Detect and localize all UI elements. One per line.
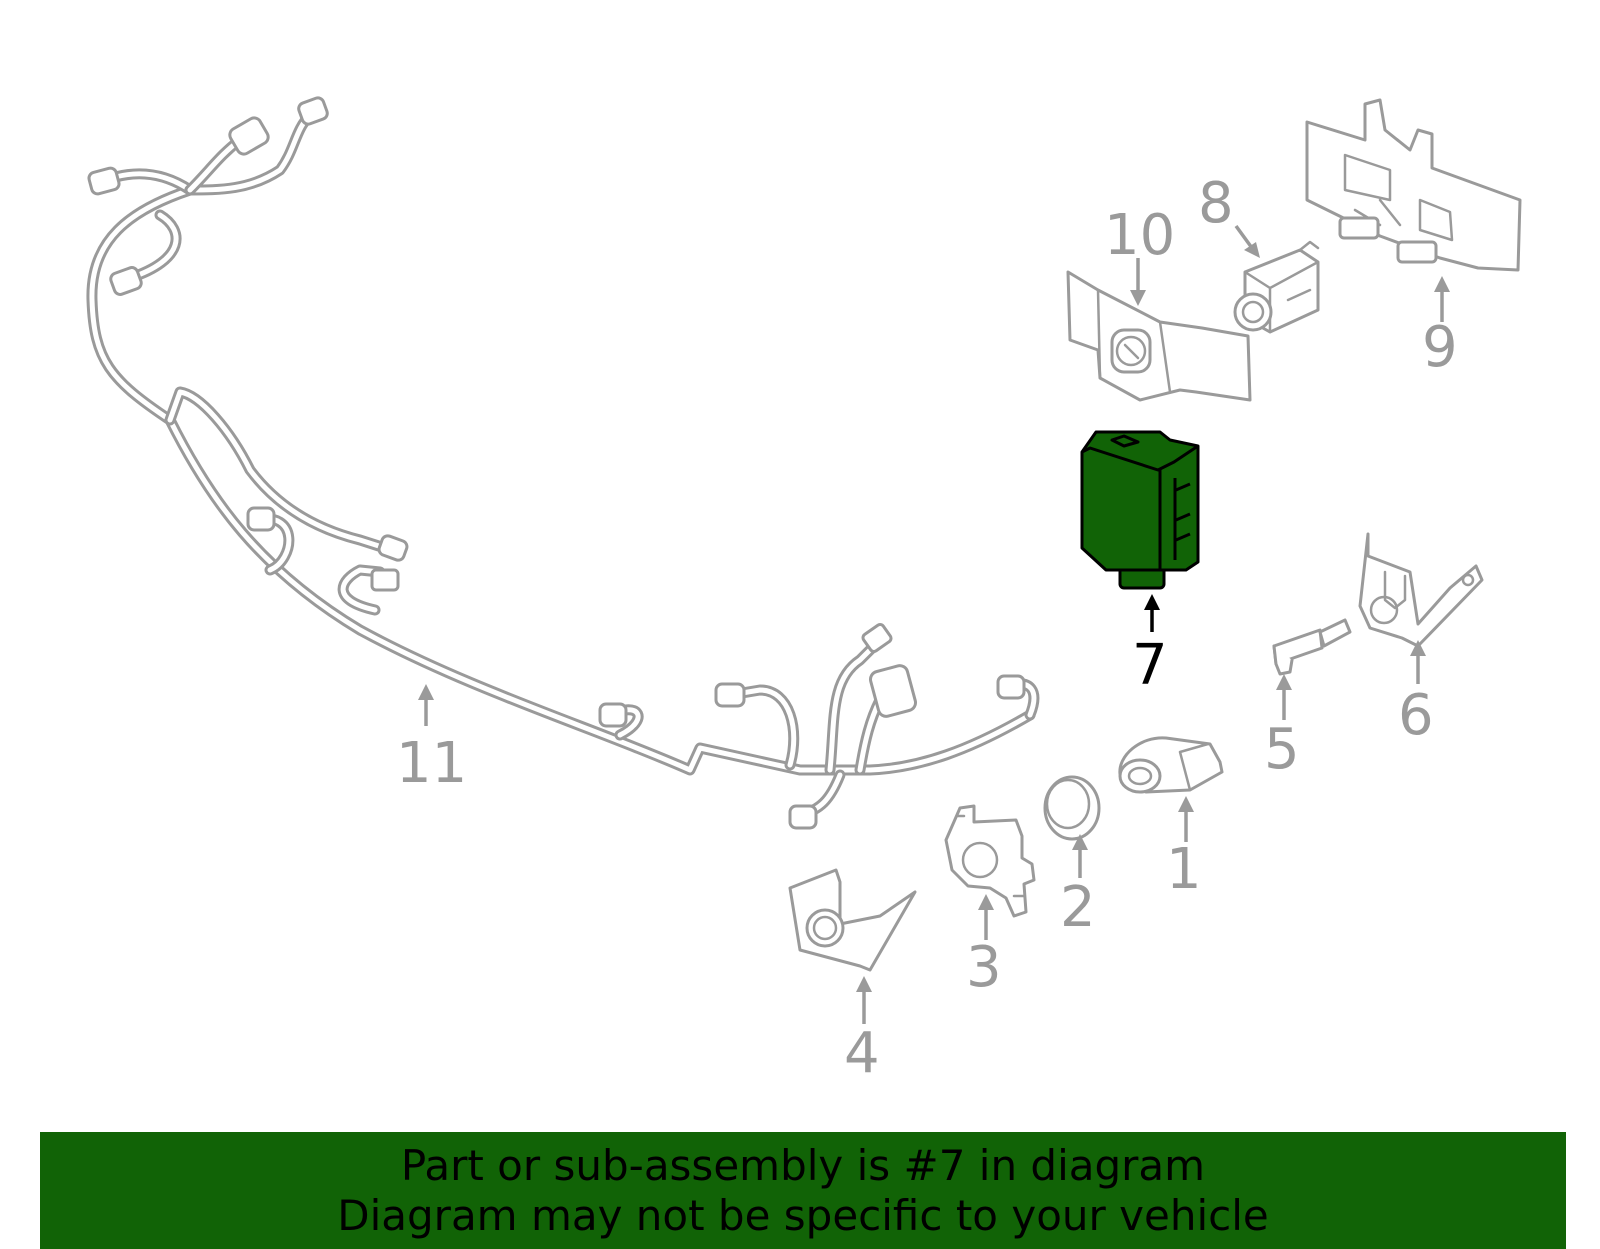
part-10-bracket[interactable] [1066, 270, 1252, 402]
callout-10[interactable]: 10 [1104, 203, 1175, 268]
part-6-bracket[interactable] [1358, 532, 1484, 648]
callout-4[interactable]: 4 [844, 1021, 880, 1086]
info-banner: Part or sub-assembly is #7 in diagram Di… [40, 1132, 1566, 1249]
callout-9[interactable]: 9 [1422, 315, 1458, 380]
callout-numbers: 1 2 3 4 5 6 7 8 9 10 11 [396, 171, 1458, 1086]
callout-7[interactable]: 7 [1132, 633, 1168, 698]
part-3-sensor-holder[interactable] [944, 804, 1036, 918]
callout-11[interactable]: 11 [396, 731, 467, 796]
part-8-camera[interactable] [1233, 240, 1320, 334]
callout-6[interactable]: 6 [1398, 683, 1434, 748]
part-2-bezel[interactable] [1043, 775, 1101, 841]
part-7-sensor-module[interactable] [1080, 430, 1200, 590]
banner-line-disclaimer: Diagram may not be specific to your vehi… [337, 1190, 1269, 1240]
part-5-sensor[interactable] [1272, 618, 1352, 676]
callout-2[interactable]: 2 [1060, 875, 1096, 940]
callout-8[interactable]: 8 [1198, 171, 1234, 236]
part-1-sensor[interactable] [1118, 736, 1224, 794]
part-9-mount-bracket[interactable] [1305, 98, 1522, 272]
part-4-bracket[interactable] [788, 868, 917, 972]
callout-1[interactable]: 1 [1166, 837, 1202, 902]
banner-line-part-number: Part or sub-assembly is #7 in diagram [400, 1140, 1206, 1190]
callout-5[interactable]: 5 [1264, 717, 1300, 782]
part-11-wiring-harness[interactable] [86, 96, 1040, 830]
callout-3[interactable]: 3 [966, 935, 1002, 1000]
leader-lines [418, 224, 1450, 1024]
